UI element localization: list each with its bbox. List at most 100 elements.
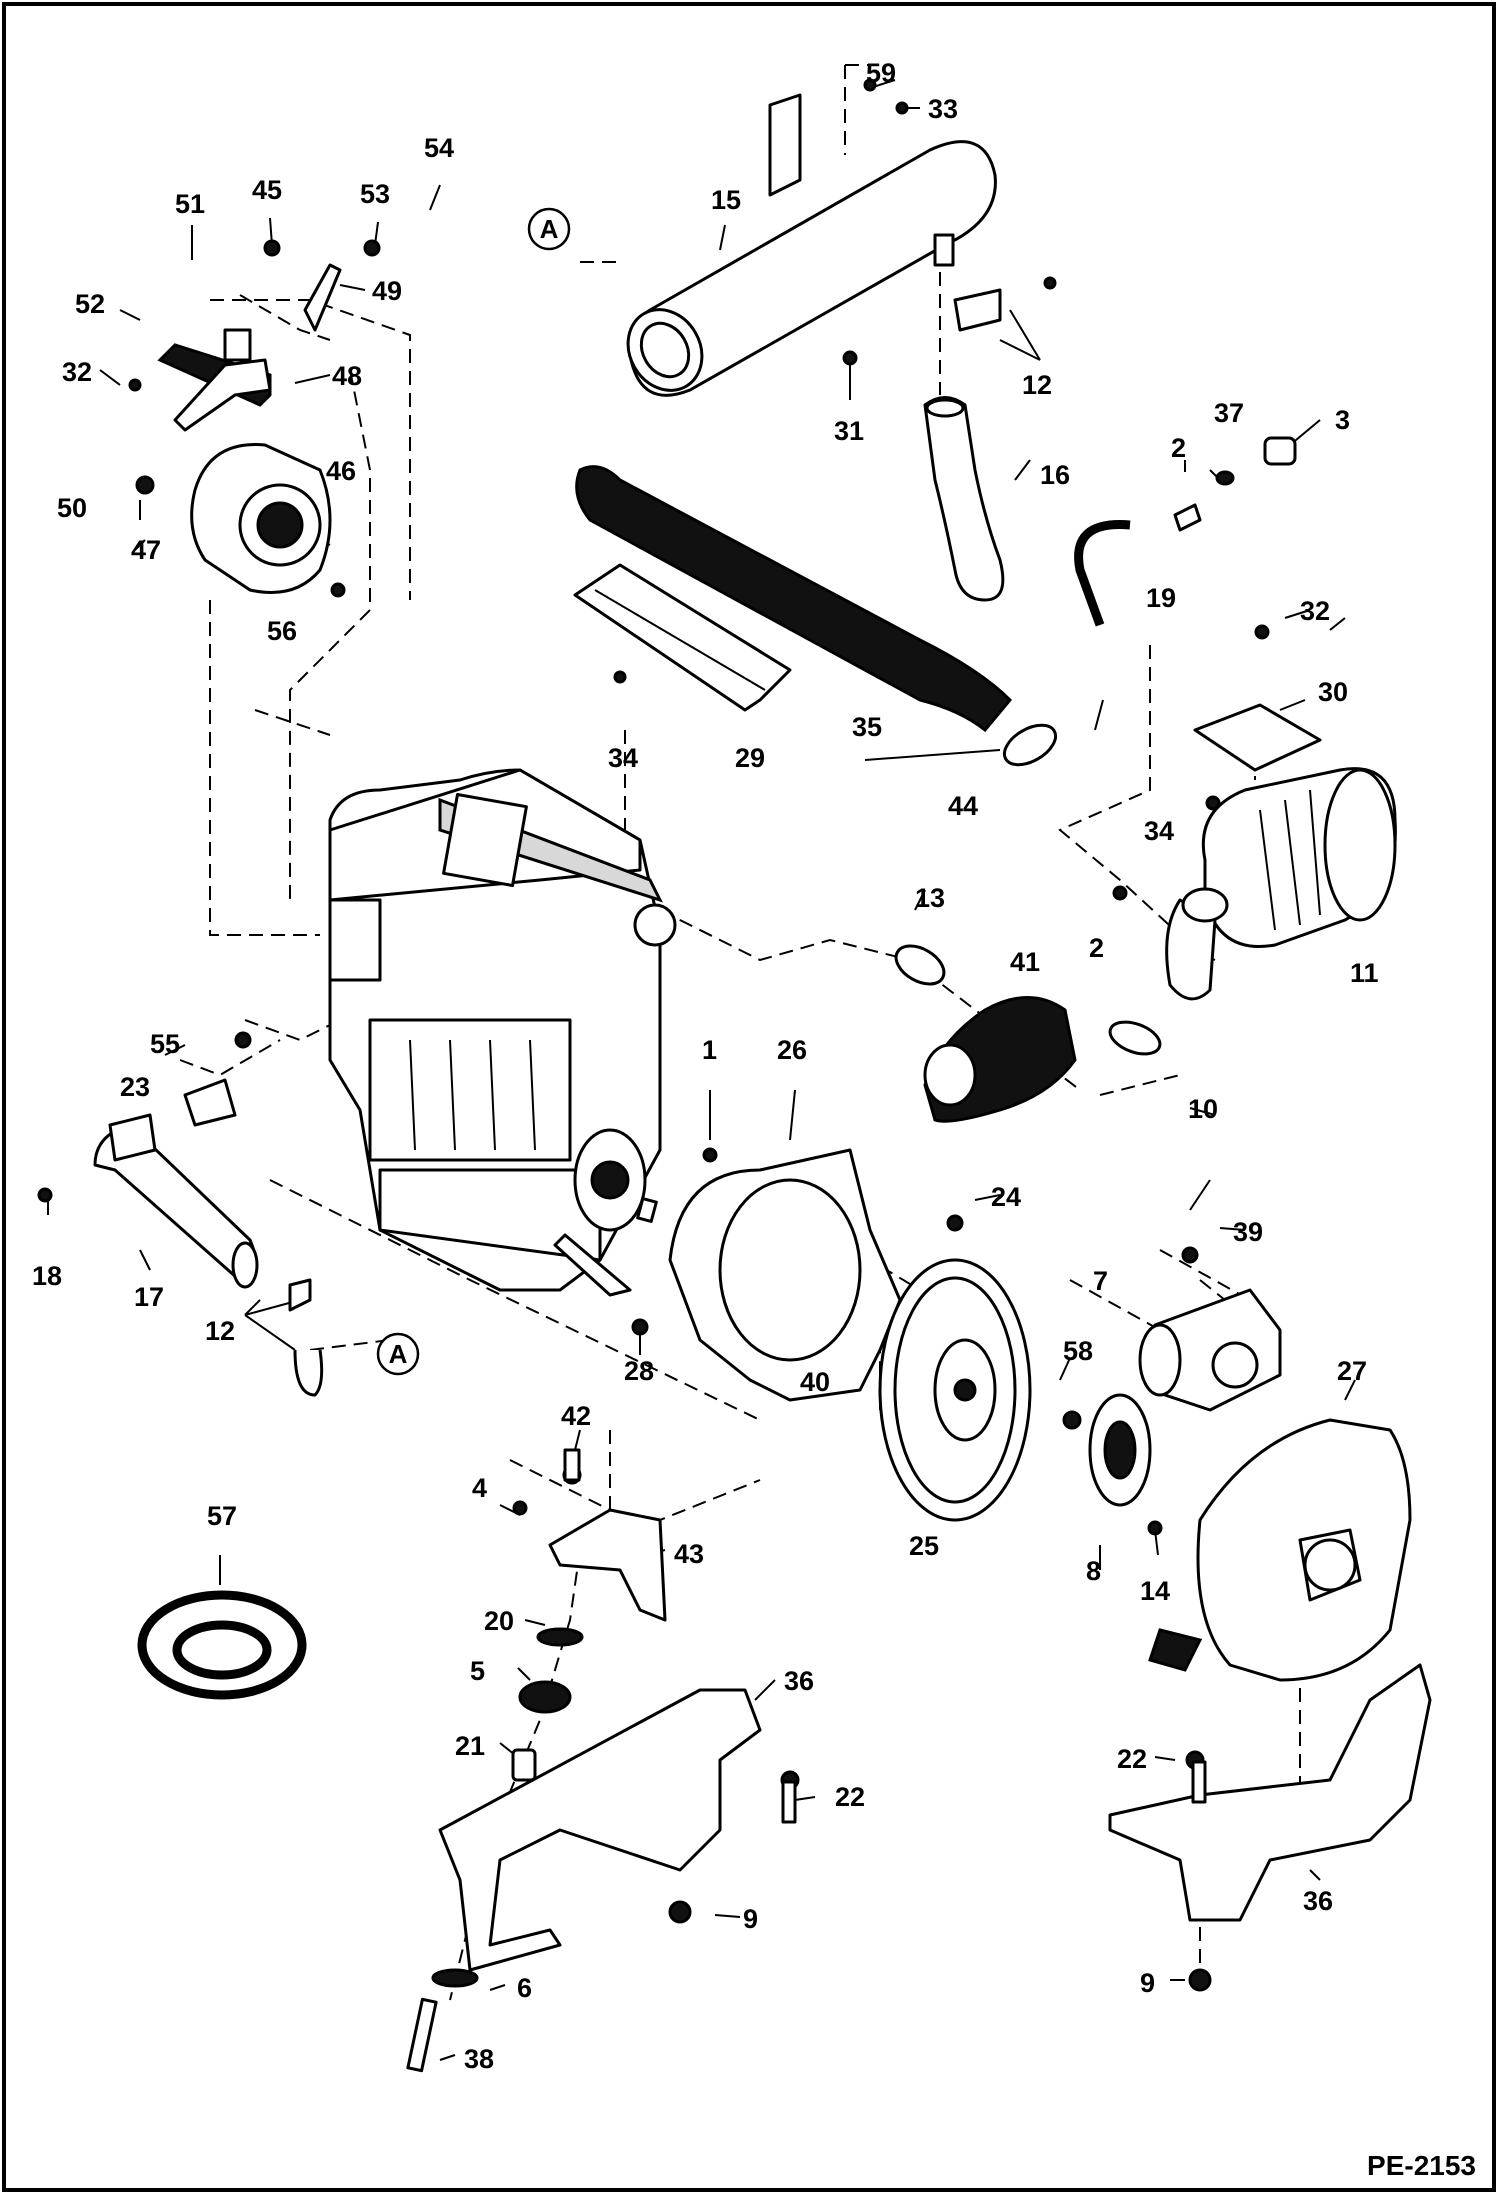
callout: 16 [1040,460,1070,490]
callout: 59 [866,58,896,88]
reference-marker-a-bottom: A [376,1332,420,1376]
callout: 44 [948,791,978,821]
callout: 12 [1022,370,1052,400]
callout: 23 [120,1072,150,1102]
callout: 13 [915,883,945,913]
engine-mount [548,1508,667,1622]
callout: 38 [464,2044,494,2074]
callout: 57 [207,1501,237,1531]
callout: 2 [1171,433,1186,463]
callout: 3 [1335,405,1350,435]
callout: 33 [928,94,958,124]
hose-clamp [1002,723,1058,767]
callout: 26 [777,1035,807,1065]
cover-plate [1193,703,1322,772]
callout: 36 [784,1666,814,1696]
callout: 11 [1350,958,1379,988]
callout: 47 [131,535,161,565]
callout: 20 [484,1606,514,1636]
callout: 25 [909,1531,939,1561]
callout: 49 [372,276,402,306]
muffler [626,93,1002,397]
intake-elbow [923,996,1077,1123]
callout: 56 [267,616,297,646]
callout: 27 [1337,1356,1367,1386]
exhaust-pipe [93,1113,259,1289]
callout: 37 [1214,398,1244,428]
callout: 55 [150,1029,180,1059]
heat-shield [573,563,792,712]
callout: 4 [472,1473,487,1503]
callout: 18 [32,1261,62,1291]
engine-plate [668,1148,902,1402]
starter [1138,1288,1282,1412]
callout-labels: 59 33 15 51 45 53 54 49 52 31 12 48 32 3… [32,58,1379,2074]
fasteners [37,78,1270,2073]
callout: 5 [470,1656,485,1686]
oil-seal [1088,1393,1152,1507]
callout: 2 [1089,933,1104,963]
gasket [183,1078,237,1127]
callout: 14 [1140,1576,1170,1606]
isolator-stack [431,1627,584,1988]
callout: 7 [1093,1266,1108,1296]
callout: 21 [455,1731,485,1761]
callout: 46 [326,456,356,486]
callout: 34 [1144,816,1174,846]
callout: 10 [1188,1094,1218,1124]
tension-bracket [173,358,272,432]
hose-clamp-13 [894,944,946,986]
callout: 32 [62,357,92,387]
callout: 53 [360,179,390,209]
callout: 9 [1140,1968,1155,1998]
callout: 6 [517,1973,532,2003]
callout: 22 [835,1782,865,1812]
callout: 50 [57,493,87,523]
callout: 30 [1318,677,1348,707]
callout: 31 [834,416,864,446]
callout: 15 [711,185,741,215]
mount-bracket-right [1108,1663,1432,1922]
flywheel [878,1258,1032,1522]
breather-hose [1074,436,1297,627]
reference-marker-a-top: A [527,207,571,251]
figure-code: PE-2153 [1367,2150,1476,2181]
callout: 32 [1300,596,1330,626]
callout: 34 [608,743,638,773]
callout: 54 [424,133,454,163]
callout: 8 [1086,1556,1101,1586]
leader-lines [47,79,1356,2061]
callout: 19 [1146,583,1176,613]
callout: 28 [624,1356,654,1386]
callout: 41 [1010,947,1040,977]
svg-text:A: A [540,214,559,244]
callout: 42 [561,1401,591,1431]
callout: 35 [852,712,882,742]
callout: 43 [674,1539,704,1569]
pipe-hanger [288,1278,324,1397]
callout: 24 [991,1182,1021,1212]
air-cleaner [1165,767,1397,1001]
callout: 36 [1303,1886,1333,1916]
radiator-hose [923,396,1005,602]
callout: 17 [134,1282,164,1312]
callout: 45 [252,175,282,205]
mount-bracket-left [438,1688,762,1972]
callout: 52 [75,289,105,319]
callout: 58 [1063,1336,1093,1366]
svg-text:A: A [389,1339,408,1369]
air-intake-hose [575,465,1013,733]
callout: 40 [800,1367,830,1397]
bell-housing [1148,1418,1412,1682]
hose-clamp-10 [1108,1020,1162,1056]
callout: 51 [175,189,205,219]
callout: 29 [735,743,765,773]
cable-coil [137,1590,307,1700]
callout: 12 [205,1316,235,1346]
callout: 39 [1233,1217,1263,1247]
callout: 9 [743,1904,758,1934]
callout: 1 [702,1035,717,1065]
